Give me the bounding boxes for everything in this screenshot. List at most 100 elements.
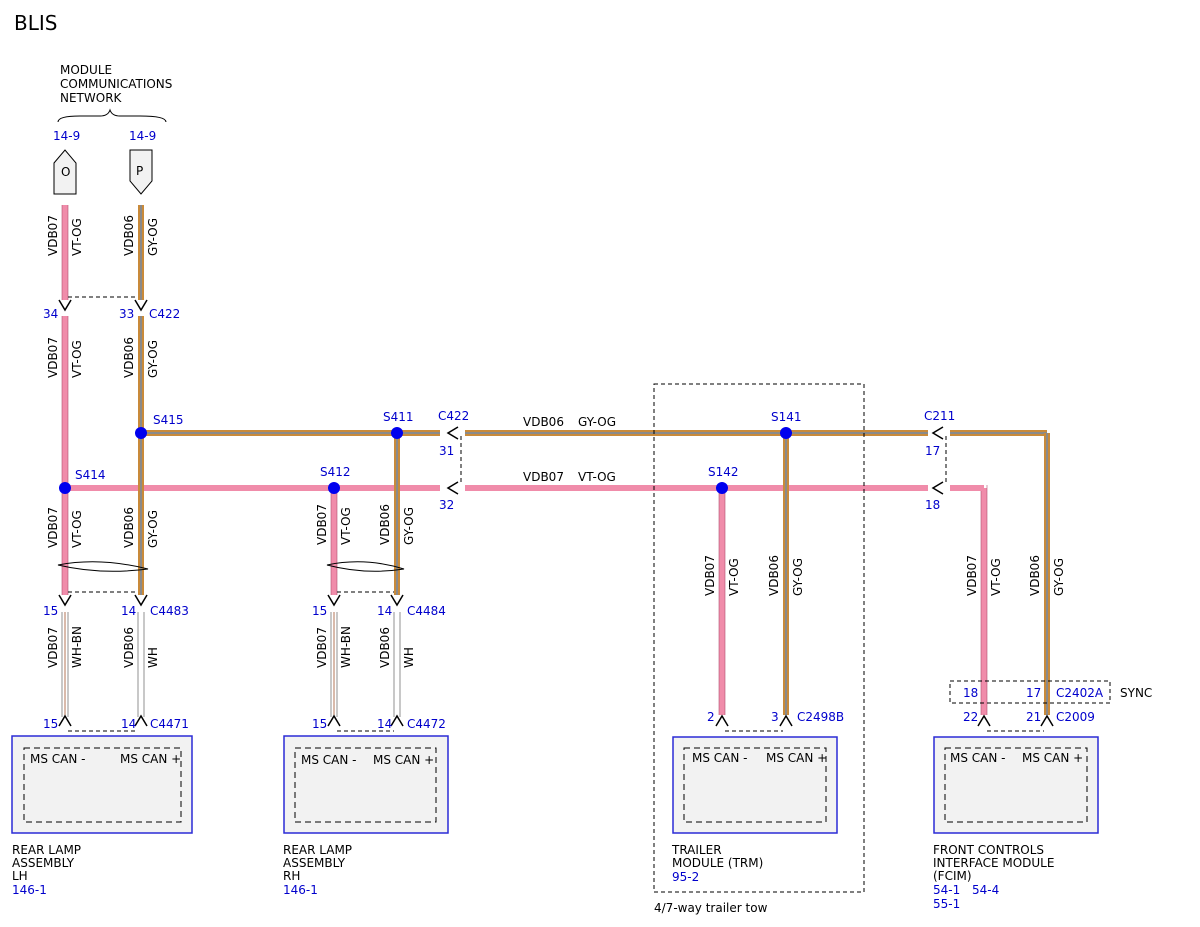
splice-s414-dot[interactable] bbox=[59, 482, 71, 494]
rh-seg2-vdb06: VDB06 bbox=[378, 627, 392, 668]
c2498b-pin-3: 3 bbox=[771, 710, 779, 724]
rear-lamp-rh-pin-plus: MS CAN + bbox=[373, 753, 434, 767]
c422-mid-name: C422 bbox=[438, 409, 469, 423]
fcim-name-3: (FCIM) bbox=[933, 869, 972, 883]
fcim-gy-og: GY-OG bbox=[1052, 558, 1066, 596]
sync-tag: SYNC bbox=[1120, 686, 1152, 700]
horizontal-gy-og-label: GY-OG bbox=[578, 415, 616, 429]
c211-pin-18: 18 bbox=[925, 498, 940, 512]
connector-p-letter: P bbox=[136, 164, 143, 178]
trm-vdb07: VDB07 bbox=[703, 555, 717, 596]
horizontal-vdb07-label: VDB07 bbox=[523, 470, 564, 484]
white-wires bbox=[61, 612, 401, 717]
fcim-pin-minus: MS CAN - bbox=[950, 751, 1006, 765]
c2009-name: C2009 bbox=[1056, 710, 1095, 724]
c2009-pin-21: 21 bbox=[1026, 710, 1041, 724]
lh-seg3-vdb06: VDB06 bbox=[122, 507, 136, 548]
splice-s412-dot[interactable] bbox=[328, 482, 340, 494]
splice-s415-dot[interactable] bbox=[135, 427, 147, 439]
horizontal-vdb06-label: VDB06 bbox=[523, 415, 564, 429]
vertical-wire-labels: VDB07 VT-OG VDB06 GY-OG VDB07 VT-OG VDB0… bbox=[46, 215, 1066, 668]
c4484-pin-15: 15 bbox=[312, 604, 327, 618]
trm-gy-og: GY-OG bbox=[791, 558, 805, 596]
fcim-name-1: FRONT CONTROLS bbox=[933, 843, 1044, 857]
lh-seg3-vdb07: VDB07 bbox=[46, 507, 60, 548]
c4472-pin-14: 14 bbox=[377, 717, 392, 731]
c4472-pin-15: 15 bbox=[312, 717, 327, 731]
rear-lamp-rh-pin-minus: MS CAN - bbox=[301, 753, 357, 767]
lh-seg1-vdb06: VDB06 bbox=[122, 215, 136, 256]
splice-s414-label: S414 bbox=[75, 468, 106, 482]
splice-s411-label: S411 bbox=[383, 410, 414, 424]
module-rear-lamp-lh[interactable]: MS CAN - MS CAN + bbox=[11, 735, 193, 834]
module-trailer[interactable]: MS CAN - MS CAN + bbox=[672, 736, 838, 834]
lh-seg4-wh-bn: WH-BN bbox=[70, 626, 84, 668]
c422-mid-pin-32: 32 bbox=[439, 498, 454, 512]
vt-og-wires bbox=[62, 205, 987, 715]
trailer-name-1: TRAILER bbox=[671, 843, 722, 857]
fcim-ref-1[interactable]: 54-1 bbox=[933, 883, 960, 897]
rh-seg1-vt-og: VT-OG bbox=[339, 507, 353, 545]
fcim-vdb07: VDB07 bbox=[965, 555, 979, 596]
splice-s141-label: S141 bbox=[771, 410, 802, 424]
c4484-pin-14: 14 bbox=[377, 604, 392, 618]
network-label-line-2: COMMUNICATIONS bbox=[60, 77, 172, 91]
twisted-pair-symbols bbox=[57, 561, 405, 572]
rh-seg2-wh-bn: WH-BN bbox=[339, 626, 353, 668]
trailer-tow-note: 4/7-way trailer tow bbox=[654, 901, 768, 915]
rh-seg1-vdb07: VDB07 bbox=[315, 504, 329, 545]
lh-seg2-vdb07: VDB07 bbox=[46, 337, 60, 378]
c211-pin-17: 17 bbox=[925, 444, 940, 458]
c422-top-name: C422 bbox=[149, 307, 180, 321]
trailer-name-2: MODULE (TRM) bbox=[672, 856, 763, 870]
lh-seg1-vdb07: VDB07 bbox=[46, 215, 60, 256]
fcim-ref-2[interactable]: 54-4 bbox=[972, 883, 999, 897]
c2498b-pin-2: 2 bbox=[707, 710, 715, 724]
splice-s141-dot[interactable] bbox=[780, 427, 792, 439]
trailer-ref[interactable]: 95-2 bbox=[672, 870, 699, 884]
c4472-name: C4472 bbox=[407, 717, 446, 731]
fcim-name-2: INTERFACE MODULE bbox=[933, 856, 1054, 870]
lh-seg4-vdb07: VDB07 bbox=[46, 627, 60, 668]
network-ref-right[interactable]: 14-9 bbox=[129, 129, 156, 143]
network-brace bbox=[57, 108, 167, 123]
rear-lamp-lh-name-2: ASSEMBLY bbox=[12, 856, 75, 870]
c422-top-pin-34: 34 bbox=[43, 307, 58, 321]
horizontal-vt-og-label: VT-OG bbox=[578, 470, 616, 484]
module-fcim[interactable]: MS CAN - MS CAN + bbox=[933, 736, 1099, 834]
network-label-line-3: NETWORK bbox=[60, 91, 123, 105]
network-ref-left[interactable]: 14-9 bbox=[53, 129, 80, 143]
lh-seg3-gy-og: GY-OG bbox=[146, 510, 160, 548]
splice-s142-dot[interactable] bbox=[716, 482, 728, 494]
fcim-vdb06: VDB06 bbox=[1028, 555, 1042, 596]
lh-seg4-vdb06: VDB06 bbox=[122, 627, 136, 668]
rear-lamp-rh-ref[interactable]: 146-1 bbox=[283, 883, 318, 897]
c4483-name: C4483 bbox=[150, 604, 189, 618]
c4483-pin-15: 15 bbox=[43, 604, 58, 618]
rear-lamp-lh-name-1: REAR LAMP bbox=[12, 843, 81, 857]
rh-seg2-vdb07: VDB07 bbox=[315, 627, 329, 668]
rear-lamp-rh-name-3: RH bbox=[283, 869, 300, 883]
vt-og-wire-edges bbox=[61, 205, 988, 715]
lh-seg2-vdb06: VDB06 bbox=[122, 337, 136, 378]
lh-seg1-gy-og: GY-OG bbox=[146, 218, 160, 256]
c4471-name: C4471 bbox=[150, 717, 189, 731]
rear-lamp-lh-ref[interactable]: 146-1 bbox=[12, 883, 47, 897]
connector-p-shape bbox=[129, 149, 153, 195]
c2498b-name: C2498B bbox=[797, 710, 844, 724]
c4484-name: C4484 bbox=[407, 604, 446, 618]
trm-vdb06: VDB06 bbox=[767, 555, 781, 596]
module-rear-lamp-rh[interactable]: MS CAN - MS CAN + bbox=[283, 735, 449, 834]
c422-mid-pin-31: 31 bbox=[439, 444, 454, 458]
fcim-pin-plus: MS CAN + bbox=[1022, 751, 1083, 765]
lh-seg2-gy-og: GY-OG bbox=[146, 340, 160, 378]
rear-lamp-rh-name-2: ASSEMBLY bbox=[283, 856, 346, 870]
c4471-pin-15: 15 bbox=[43, 717, 58, 731]
c4483-pin-14: 14 bbox=[121, 604, 136, 618]
lh-seg4-wh: WH bbox=[146, 647, 160, 668]
splice-s411-dot[interactable] bbox=[391, 427, 403, 439]
c211-name: C211 bbox=[924, 409, 955, 423]
splice-s412-label: S412 bbox=[320, 465, 351, 479]
fcim-ref-3[interactable]: 55-1 bbox=[933, 897, 960, 911]
